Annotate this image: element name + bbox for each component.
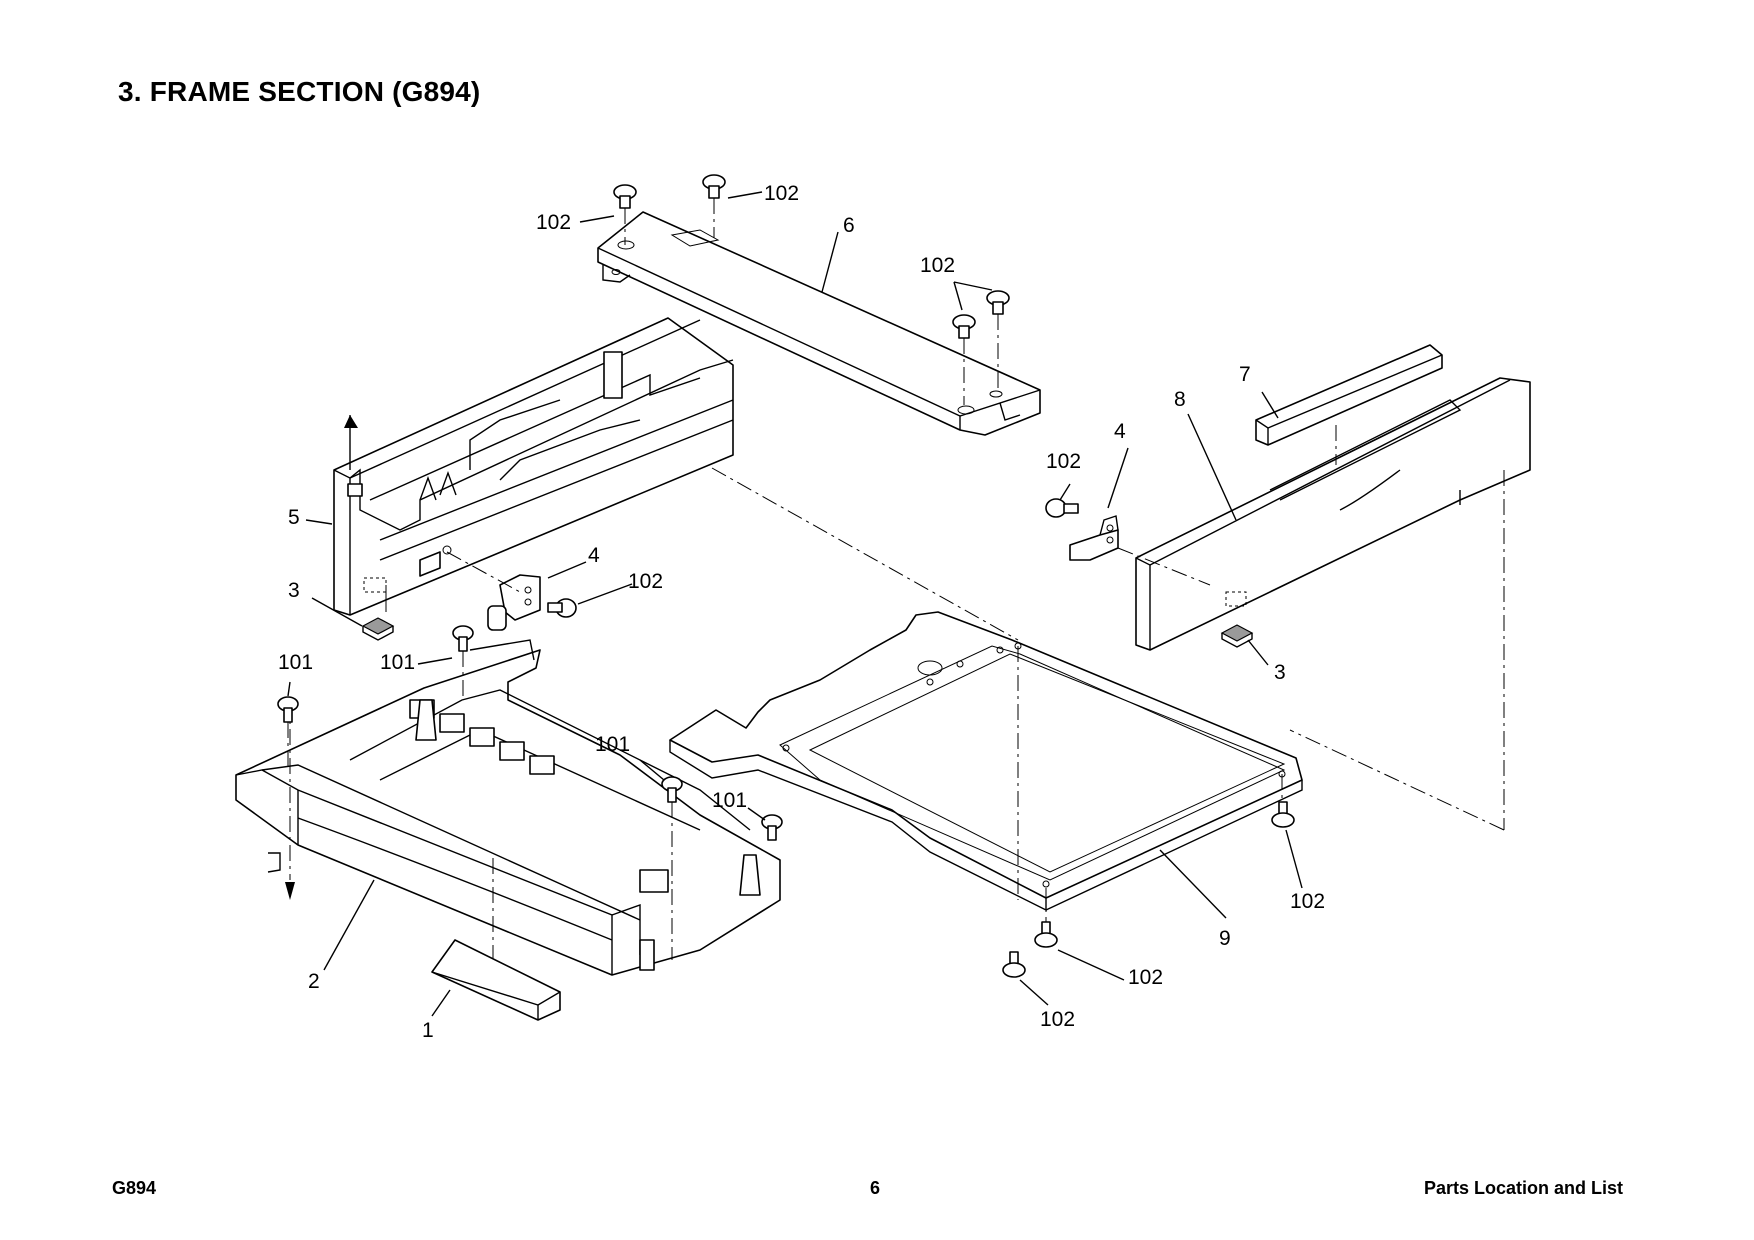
callout-102: 102 bbox=[536, 211, 571, 234]
callout-102: 102 bbox=[1046, 450, 1081, 473]
screw-102-base-right bbox=[1271, 801, 1295, 828]
screw-102-base-bottom-a bbox=[1034, 921, 1058, 948]
callout-102: 102 bbox=[764, 182, 799, 205]
part-3-right-foot-pad bbox=[1220, 591, 1254, 648]
part-5-left-housing bbox=[333, 317, 734, 616]
leader-lines bbox=[287, 191, 1303, 1017]
screw-102-top-mid bbox=[702, 174, 726, 238]
callout-102: 102 bbox=[920, 254, 955, 277]
part-4-right-bracket bbox=[1069, 515, 1211, 586]
callout-labels: 102 102 6 102 7 8 4 102 5 4 102 3 3 101 … bbox=[278, 182, 1325, 1042]
part-2-left-base-frame bbox=[235, 639, 781, 990]
callout-102: 102 bbox=[628, 570, 663, 593]
screw-102-right-pair-b bbox=[986, 290, 1010, 390]
screw-101-mid-right bbox=[761, 814, 783, 841]
part-3-left-foot-pad bbox=[361, 617, 395, 641]
footer-page-number: 6 bbox=[870, 1178, 881, 1198]
screw-101-mid bbox=[661, 776, 683, 960]
callout-101: 101 bbox=[278, 651, 313, 674]
part-7-right-rail bbox=[1255, 344, 1443, 465]
part-4-left-bracket bbox=[446, 551, 541, 631]
footer-section-name: Parts Location and List bbox=[1424, 1178, 1624, 1198]
part-8-right-cover bbox=[1135, 377, 1531, 831]
screw-101-left bbox=[452, 625, 474, 700]
callout-1: 1 bbox=[422, 1019, 434, 1042]
callout-101: 101 bbox=[595, 733, 630, 756]
callout-101: 101 bbox=[380, 651, 415, 674]
screw-102-top-left bbox=[613, 184, 637, 245]
callout-6: 6 bbox=[843, 214, 855, 237]
part-6-top-frame-bar bbox=[597, 211, 1041, 436]
callout-9: 9 bbox=[1219, 927, 1231, 950]
callout-7: 7 bbox=[1239, 363, 1251, 386]
callout-3: 3 bbox=[288, 579, 300, 602]
callout-2: 2 bbox=[308, 970, 320, 993]
page-title: 3. FRAME SECTION (G894) bbox=[118, 76, 481, 107]
callout-101: 101 bbox=[712, 789, 747, 812]
callout-8: 8 bbox=[1174, 388, 1186, 411]
callout-102: 102 bbox=[1040, 1008, 1075, 1031]
part-9-base-plate bbox=[669, 467, 1303, 930]
callout-5: 5 bbox=[288, 506, 300, 529]
screw-102-left-bracket bbox=[547, 598, 577, 618]
part-1-plate bbox=[431, 939, 561, 1021]
callout-4: 4 bbox=[1114, 420, 1126, 443]
screw-102-base-bottom-b bbox=[1002, 951, 1026, 978]
screw-102-right-pair-a bbox=[952, 314, 976, 405]
screw-102-right-bracket bbox=[1045, 498, 1079, 518]
screw-101-far-left bbox=[277, 696, 299, 770]
callout-4: 4 bbox=[588, 544, 600, 567]
callout-3: 3 bbox=[1274, 661, 1286, 684]
callout-102: 102 bbox=[1128, 966, 1163, 989]
footer-model-code: G894 bbox=[112, 1178, 157, 1198]
callout-102: 102 bbox=[1290, 890, 1325, 913]
